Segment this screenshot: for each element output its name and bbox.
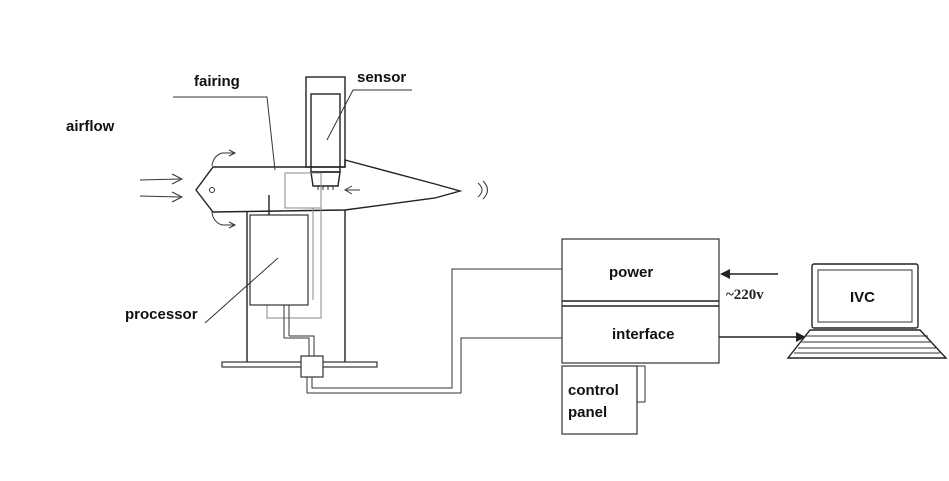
sensor-housing <box>305 76 346 190</box>
label-voltage: ~220v <box>726 287 764 303</box>
label-sensor: sensor <box>357 69 406 86</box>
label-processor: processor <box>125 306 198 323</box>
power-interface-module <box>561 238 720 364</box>
laptop-icon <box>786 263 948 359</box>
internal-channel <box>266 172 360 319</box>
label-interface: interface <box>612 326 675 343</box>
mast-pedestal <box>221 210 378 368</box>
interface-output-arrow <box>719 332 806 342</box>
power-input-arrow <box>720 269 778 279</box>
label-ivc: IVC <box>850 289 875 306</box>
leader-lines <box>173 89 412 324</box>
label-fairing: fairing <box>194 73 240 90</box>
label-airflow: airflow <box>66 118 115 135</box>
cabling <box>283 268 646 403</box>
label-control-panel-line1: control <box>568 382 619 399</box>
control-panel-box <box>561 365 638 435</box>
label-power: power <box>609 264 653 281</box>
processor-unit <box>249 195 309 306</box>
fairing-body <box>195 149 488 229</box>
label-control-panel-line2: panel <box>568 404 607 421</box>
airflow-arrows <box>139 173 184 203</box>
